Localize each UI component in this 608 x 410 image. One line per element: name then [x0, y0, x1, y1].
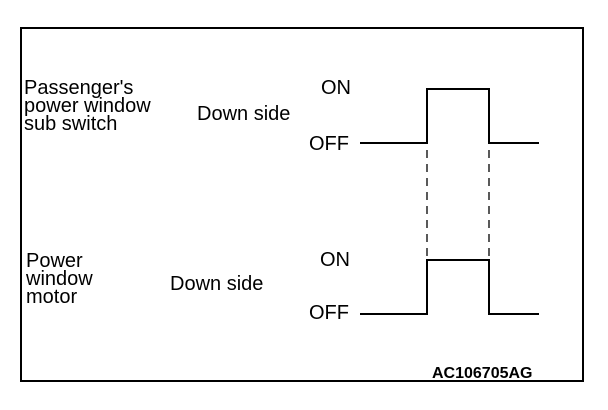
signal-1-name-line-2: power window [24, 95, 151, 117]
signal-2-name-line-1: Power [26, 250, 83, 272]
signal-2-waveform [360, 259, 539, 315]
signal-1-name-line-3: sub switch [24, 113, 118, 135]
signal-2-side-label: Down side [170, 273, 264, 295]
reference-code: AC106705AG [432, 365, 533, 382]
signal-1-waveform [360, 88, 539, 144]
signal-2-name-line-3: motor [26, 286, 78, 308]
signal-1-off-label: OFF [309, 133, 349, 155]
signal-1-name-line-1: Passenger's [24, 77, 134, 99]
diagram-frame [20, 27, 584, 382]
signal-2-on-label: ON [320, 249, 350, 271]
signal-2-off-label: OFF [309, 302, 349, 324]
signal-1-on-label: ON [321, 77, 351, 99]
signal-1-side-label: Down side [197, 103, 291, 125]
signal-2-name-line-2: window [26, 268, 93, 290]
